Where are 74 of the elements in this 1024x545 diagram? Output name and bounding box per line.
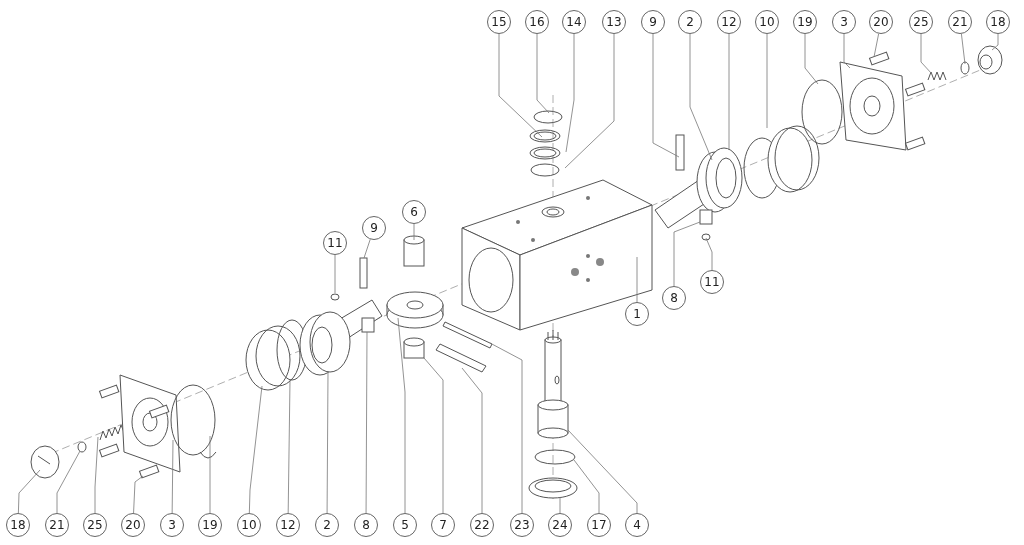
leader-line xyxy=(17,469,41,514)
callout-number: 10 xyxy=(755,10,779,34)
callout-number: 5 xyxy=(393,513,417,537)
callout-number: 16 xyxy=(525,10,549,34)
callout-number: 21 xyxy=(45,513,69,537)
callout-number: 13 xyxy=(602,10,626,34)
leader-line xyxy=(209,435,211,514)
callout-number: 24 xyxy=(548,513,572,537)
leader-line xyxy=(573,459,600,514)
callout-number: 9 xyxy=(362,216,386,240)
leader-line xyxy=(652,33,680,158)
callout-number: 10 xyxy=(237,513,261,537)
callout-number: 12 xyxy=(717,10,741,34)
leader-line xyxy=(56,450,81,514)
callout-number: 14 xyxy=(562,10,586,34)
callout-number: 23 xyxy=(510,513,534,537)
callout-number: 6 xyxy=(402,200,426,224)
leader-line xyxy=(636,256,638,303)
callout-number: 8 xyxy=(354,513,378,537)
callout-number: 11 xyxy=(323,231,347,255)
leader-line xyxy=(565,33,575,153)
leader-line xyxy=(94,436,99,514)
leader-line xyxy=(365,331,368,514)
callout-number: 2 xyxy=(678,10,702,34)
callout-number: 25 xyxy=(909,10,933,34)
leader-line xyxy=(363,239,371,259)
leader-line xyxy=(536,33,550,114)
leader-line xyxy=(873,33,880,58)
leader-line xyxy=(334,254,336,294)
leader-line xyxy=(728,33,730,151)
leader-line xyxy=(397,317,406,514)
callout-number: 15 xyxy=(487,10,511,34)
callout-number: 4 xyxy=(625,513,649,537)
leader-line xyxy=(248,385,263,514)
callout-number: 7 xyxy=(431,513,455,537)
callout-number: 1 xyxy=(625,302,649,326)
callout-number: 19 xyxy=(198,513,222,537)
callout-number: 18 xyxy=(986,10,1010,34)
callout-number: 11 xyxy=(700,270,724,294)
leader-line xyxy=(489,342,523,514)
leader-line xyxy=(171,439,174,514)
leader-line xyxy=(843,33,851,69)
leader-line xyxy=(287,379,291,514)
leader-line xyxy=(673,221,701,287)
callout-number: 3 xyxy=(160,513,184,537)
leader-line xyxy=(423,357,444,514)
callout-number: 25 xyxy=(83,513,107,537)
leader-line xyxy=(766,33,768,129)
callout-number: 22 xyxy=(470,513,494,537)
leader-line xyxy=(920,33,933,75)
leader-line xyxy=(961,33,966,65)
leader-line xyxy=(133,475,144,514)
leader-line xyxy=(413,223,415,241)
leader-line xyxy=(559,496,561,514)
leader-line xyxy=(705,237,713,271)
callout-number: 2 xyxy=(315,513,339,537)
callout-number: 17 xyxy=(587,513,611,537)
leader-line xyxy=(461,367,483,514)
callout-number: 12 xyxy=(276,513,300,537)
callout-number: 9 xyxy=(641,10,665,34)
callout-number: 18 xyxy=(6,513,30,537)
callout-number: 19 xyxy=(793,10,817,34)
leader-line xyxy=(564,33,615,169)
leader-line xyxy=(991,33,999,51)
callout-number: 3 xyxy=(832,10,856,34)
leader-line xyxy=(498,33,543,138)
callout-number: 8 xyxy=(662,286,686,310)
callout-number: 21 xyxy=(948,10,972,34)
callout-number: 20 xyxy=(121,513,145,537)
leader-line xyxy=(689,33,713,161)
leader-line xyxy=(326,371,329,514)
callout-number: 20 xyxy=(869,10,893,34)
leader-line xyxy=(804,33,819,85)
leader-line xyxy=(567,429,638,514)
